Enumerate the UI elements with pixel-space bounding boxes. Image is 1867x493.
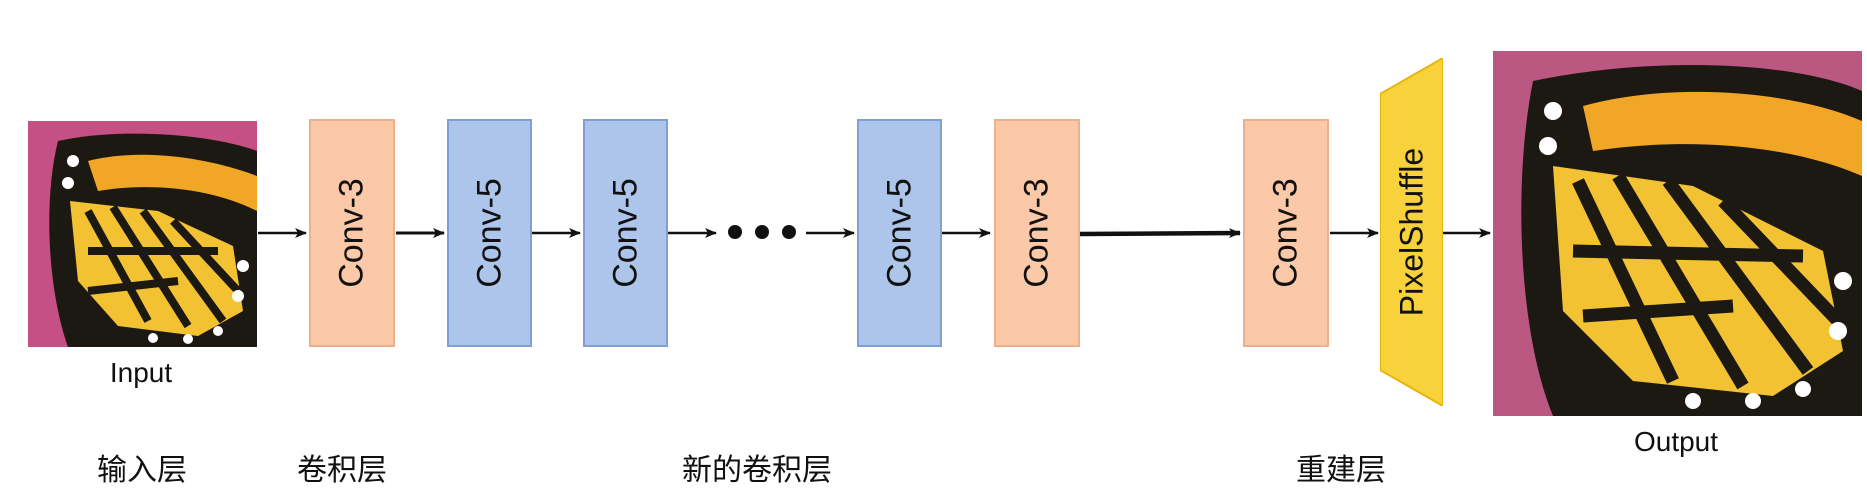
conv5-block: Conv-5 — [583, 119, 668, 347]
pixelshuffle-block: PixelShuffle — [1380, 58, 1443, 406]
ellipsis-dots — [728, 225, 798, 241]
output-caption: Output — [1633, 426, 1719, 457]
block-label: PixelShuffle — [1393, 147, 1429, 317]
conv-layer-label: 卷积层 — [297, 453, 387, 488]
output-image — [1493, 51, 1862, 416]
block-label: Conv-5 — [880, 178, 918, 288]
input-caption: Input — [109, 357, 173, 388]
block-label: Conv-5 — [470, 178, 508, 288]
block-label: Conv-3 — [1017, 178, 1056, 288]
reconstruction-layer-label: 重建层 — [1296, 453, 1386, 488]
new-conv-layer-label: 新的卷积层 — [682, 453, 832, 488]
conv5-block: Conv-5 — [447, 119, 532, 347]
arrow-conv3-to-conv3 — [1079, 228, 1241, 239]
block-label: Conv-5 — [606, 178, 644, 288]
input-layer-label: 输入层 — [97, 453, 187, 488]
conv3-block: Conv-3 — [1243, 119, 1329, 347]
block-label: Conv-3 — [1266, 178, 1305, 288]
conv5-block: Conv-5 — [857, 119, 942, 347]
conv3-block: Conv-3 — [994, 119, 1080, 347]
conv3-block: Conv-3 — [309, 119, 395, 347]
input-image — [28, 121, 257, 347]
block-label: Conv-3 — [332, 178, 371, 288]
